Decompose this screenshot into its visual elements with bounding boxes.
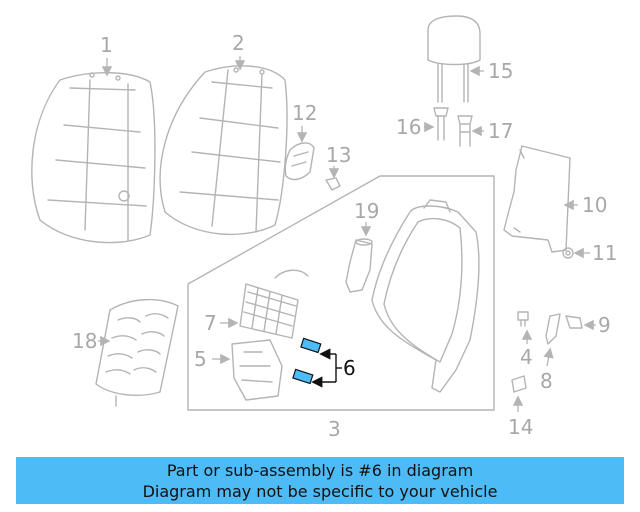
back-panel-part-10[interactable]	[503, 145, 571, 253]
banner-line-part-number: Part or sub-assembly is #6 in diagram	[166, 460, 474, 480]
connector-part-6[interactable]	[292, 337, 342, 388]
callout-12: 12	[292, 101, 317, 125]
clip-part-13[interactable]	[325, 177, 341, 191]
pad-part-5[interactable]	[231, 339, 283, 401]
callout-4: 4	[520, 345, 533, 369]
frame-assembly-outline-part-3	[187, 175, 495, 411]
clip-part-9[interactable]	[565, 315, 583, 329]
lumbar-support-part-7[interactable]	[239, 269, 309, 339]
callout-8: 8	[540, 369, 553, 393]
callout-19: 19	[354, 199, 379, 223]
callout-9: 9	[598, 313, 611, 337]
callout-1: 1	[100, 33, 113, 57]
bolt-part-4[interactable]	[517, 311, 529, 327]
callout-11: 11	[592, 241, 617, 265]
headrest-guide-part-17[interactable]	[457, 115, 473, 147]
callout-18: 18	[72, 329, 97, 353]
callout-7: 7	[204, 311, 217, 335]
callout-17: 17	[488, 119, 513, 143]
callout-3: 3	[328, 417, 341, 441]
callout-5: 5	[194, 347, 207, 371]
callout-14: 14	[508, 415, 533, 439]
callout-6: 6	[343, 356, 356, 380]
seat-back-cover-part-1[interactable]	[31, 72, 156, 244]
banner-line-disclaimer: Diagram may not be specific to your vehi…	[142, 481, 498, 501]
callout-15: 15	[488, 59, 513, 83]
callout-2: 2	[232, 31, 245, 55]
headrest-guide-part-16[interactable]	[433, 107, 449, 141]
bracket-part-12[interactable]	[284, 142, 315, 181]
callout-10: 10	[582, 193, 607, 217]
seat-back-cover-part-2[interactable]	[159, 65, 288, 236]
lever-part-8[interactable]	[545, 313, 561, 345]
motor-part-19[interactable]	[345, 238, 373, 293]
seat-back-frame[interactable]	[371, 199, 480, 393]
nut-part-11[interactable]	[562, 247, 574, 259]
bracket-part-14[interactable]	[511, 375, 527, 393]
callout-16: 16	[396, 115, 421, 139]
cushion-pad-part-18[interactable]	[95, 298, 179, 407]
headrest-part-15[interactable]	[427, 15, 481, 103]
callout-13: 13	[326, 143, 351, 167]
leader-8	[543, 347, 554, 367]
info-banner: Part or sub-assembly is #6 in diagram Di…	[16, 457, 624, 504]
